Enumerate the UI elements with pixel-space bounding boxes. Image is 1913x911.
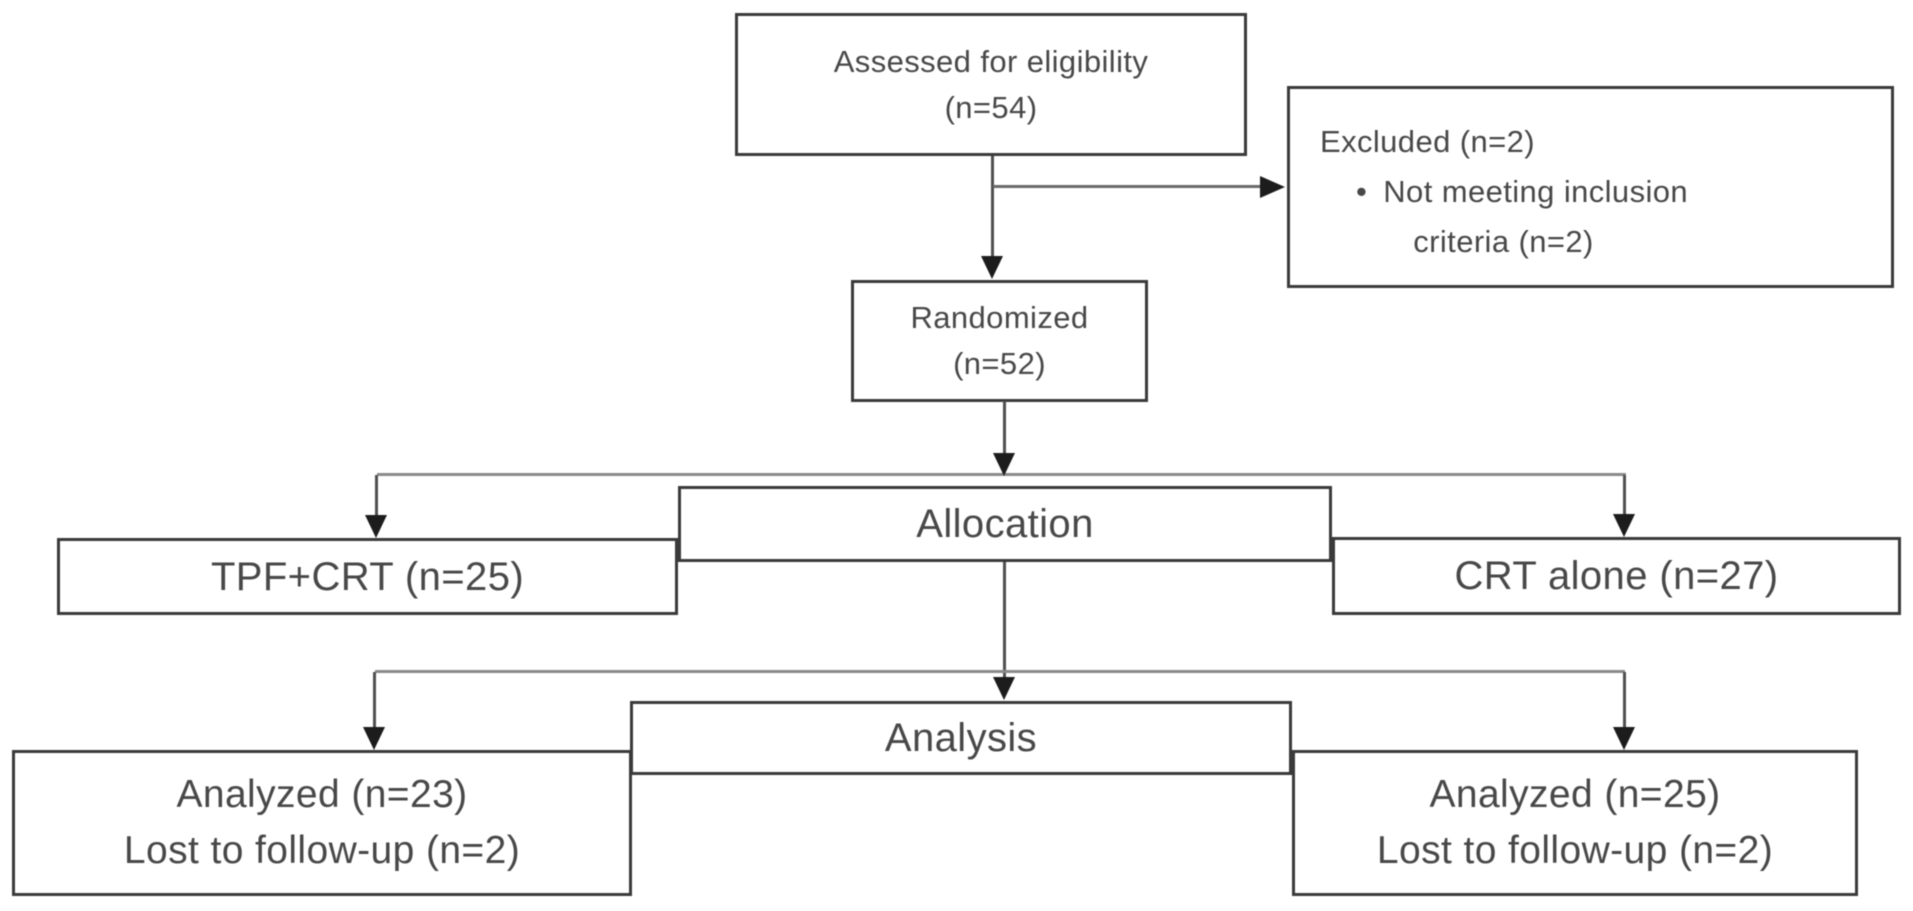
arrowhead-down-icon — [1613, 514, 1635, 537]
analysis-right-line2: Lost to follow-up (n=2) — [1376, 829, 1774, 872]
allocation-right-arm-label: CRT alone (n=27) — [1454, 554, 1779, 598]
allocation-right-drop-line — [1623, 475, 1626, 516]
analysis-left-line1: Analyzed (n=23) — [176, 773, 468, 816]
excluded-bullet-item: • Not meeting inclusion criteria (n=2) — [1356, 167, 1688, 267]
analysis-left-box: Analyzed (n=23) Lost to follow-up (n=2) — [12, 750, 632, 896]
allocation-left-drop-line — [375, 475, 378, 517]
analysis-stage-bar: Analysis — [630, 701, 1292, 775]
analysis-right-box: Analyzed (n=25) Lost to follow-up (n=2) — [1292, 750, 1858, 896]
arrowhead-down-icon — [993, 677, 1015, 700]
analysis-left-line2: Lost to follow-up (n=2) — [123, 829, 521, 872]
assessed-eligibility-box: Assessed for eligibility (n=54) — [735, 13, 1247, 156]
excluded-item-line2: criteria (n=2) — [1413, 224, 1594, 259]
randomized-line1: Randomized — [910, 300, 1089, 335]
arrowhead-down-icon — [1613, 727, 1635, 750]
bullet-icon: • — [1356, 174, 1368, 209]
arrowhead-down-icon — [363, 727, 385, 750]
allocation-left-arm-label: TPF+CRT (n=25) — [210, 554, 525, 599]
excluded-title: Excluded (n=2) — [1320, 124, 1535, 159]
arrowhead-right-icon — [1260, 176, 1285, 198]
allocation-right-arm-box: CRT alone (n=27) — [1332, 537, 1901, 615]
connector-to-excluded — [993, 185, 1263, 188]
randomized-line2: (n=52) — [953, 346, 1046, 381]
connector-assessed-to-randomized — [991, 156, 994, 260]
analysis-label: Analysis — [884, 716, 1038, 760]
allocation-left-arm-box: TPF+CRT (n=25) — [57, 538, 678, 615]
excluded-item-line1: Not meeting inclusion — [1383, 174, 1689, 209]
analysis-branch-line — [375, 670, 1625, 673]
analysis-right-drop-line — [1623, 672, 1626, 729]
allocation-stage-bar: Allocation — [678, 486, 1332, 562]
arrowhead-down-icon — [981, 256, 1003, 279]
analysis-left-drop-line — [373, 672, 376, 729]
assessed-line2: (n=54) — [944, 89, 1038, 125]
connector-allocation-to-analysis — [1003, 560, 1006, 679]
assessed-line1: Assessed for eligibility — [833, 43, 1149, 79]
randomized-box: Randomized (n=52) — [851, 280, 1148, 402]
connector-randomized-to-allocation — [1003, 401, 1006, 454]
arrowhead-down-icon — [993, 453, 1015, 476]
allocation-label: Allocation — [916, 502, 1094, 546]
analysis-right-line1: Analyzed (n=25) — [1429, 773, 1721, 816]
arrowhead-down-icon — [365, 515, 387, 538]
excluded-box: Excluded (n=2) • Not meeting inclusion c… — [1287, 86, 1894, 288]
